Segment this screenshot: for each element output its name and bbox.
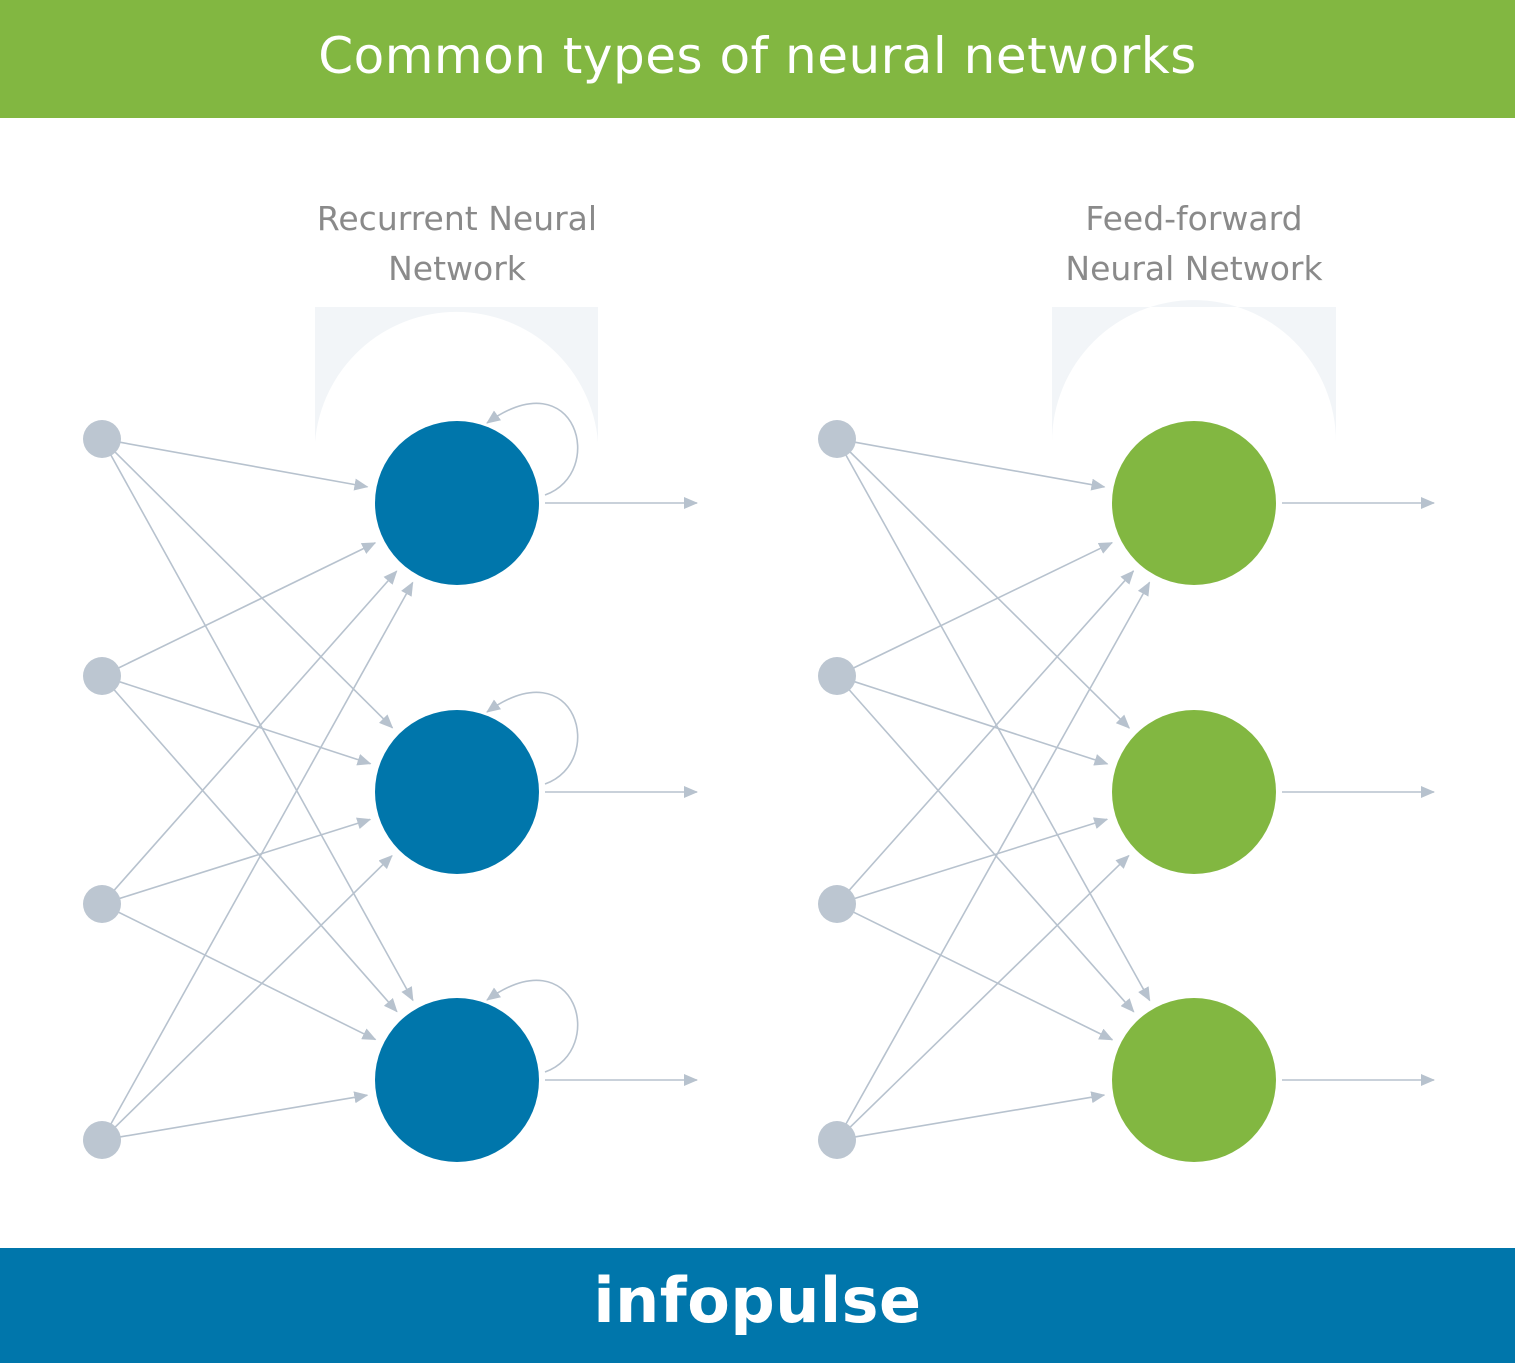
feedforward-edge (847, 449, 1131, 729)
feedforward-edge (850, 910, 1114, 1041)
header-banner: Common types of neural networks (0, 0, 1515, 118)
recurrent-edge (117, 441, 369, 491)
infopulse-logo: infopulse (593, 1263, 922, 1337)
page-title: Common types of neural networks (318, 27, 1197, 85)
feedforward-neuron-node (1112, 998, 1276, 1162)
feedforward-top-node-halo (1052, 300, 1336, 442)
recurrent-edge (111, 687, 398, 1013)
feedforward-input-node (818, 657, 856, 695)
recurrent-input-node (83, 420, 121, 458)
recurrent-edge (117, 1091, 369, 1139)
feedforward-edge (847, 570, 1135, 893)
feedforward-edge (851, 541, 1114, 670)
feedforward-edge (852, 441, 1106, 491)
feedforward-edge (844, 581, 1151, 1127)
recurrent-edge (116, 680, 372, 766)
footer-banner: infopulse (0, 1248, 1515, 1363)
feedforward-edge (851, 680, 1109, 766)
recurrent-edge (115, 910, 377, 1041)
recurrent-network-edges (109, 402, 698, 1139)
recurrent-top-node-halo (315, 307, 598, 442)
feedforward-input-node (818, 885, 856, 923)
recurrent-neuron-node (375, 998, 539, 1162)
recurrent-self-loop (486, 691, 579, 785)
feedforward-network-edges (844, 441, 1435, 1139)
recurrent-edge (112, 449, 394, 729)
feedforward-neuron-node (1112, 421, 1276, 585)
recurrent-input-node (83, 1121, 121, 1159)
recurrent-edge (112, 570, 398, 893)
recurrent-edge (117, 817, 372, 900)
recurrent-neuron-node (375, 710, 539, 874)
feedforward-edge (846, 687, 1135, 1013)
feedforward-neuron-node (1112, 710, 1276, 874)
feedforward-edge (847, 854, 1130, 1130)
feedforward-network-nodes (818, 420, 1276, 1162)
recurrent-input-node (83, 885, 121, 923)
feedforward-network-title: Feed-forward Neural Network (1065, 199, 1323, 288)
feedforward-edge (852, 1091, 1106, 1139)
recurrent-edge (112, 855, 393, 1130)
recurrent-edge (109, 452, 414, 1002)
recurrent-edge (116, 542, 377, 670)
recurrent-self-loop (486, 402, 579, 496)
recurrent-edge (109, 581, 414, 1127)
recurrent-network-nodes (83, 420, 539, 1162)
recurrent-input-node (83, 657, 121, 695)
recurrent-network-title: Recurrent Neural Network (316, 199, 598, 288)
feedforward-edge (852, 817, 1109, 900)
recurrent-self-loop (486, 979, 579, 1073)
feedforward-input-node (818, 420, 856, 458)
recurrent-neuron-node (375, 421, 539, 585)
feedforward-edge (844, 452, 1151, 1002)
feedforward-input-node (818, 1121, 856, 1159)
